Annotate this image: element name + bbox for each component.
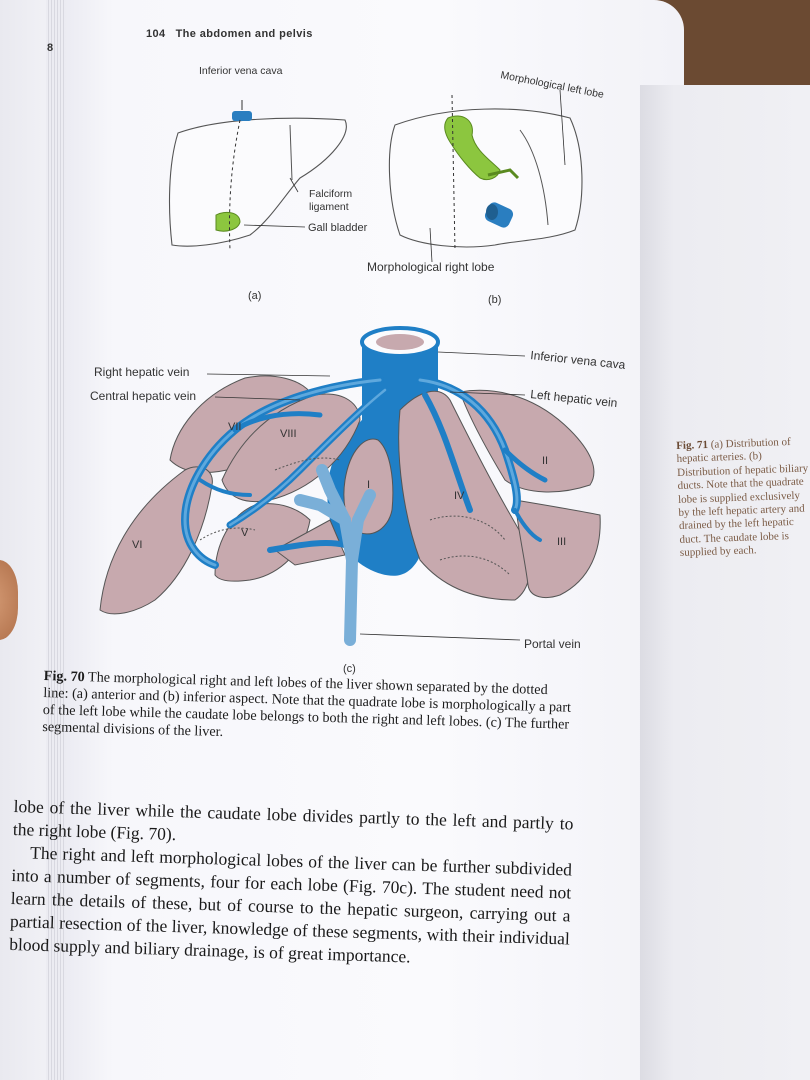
- segment-iii-shape: [514, 499, 601, 598]
- body-text: lobe of the liver while the caudate lobe…: [9, 795, 574, 974]
- label-morph-left-lobe: Morphological left lobe: [499, 69, 605, 101]
- label-falciform-line2: ligament: [309, 201, 349, 213]
- label-gall-bladder: Gall bladder: [308, 222, 368, 234]
- tag-a: (a): [248, 290, 261, 302]
- figure-71-caption: Fig. 71 (a) Distribution of hepatic arte…: [676, 435, 810, 560]
- segment-vi-label: VI: [132, 539, 142, 551]
- segment-vii-label: VII: [228, 421, 241, 433]
- segment-viii-label: VIII: [280, 428, 297, 440]
- hepatic-veins: [180, 376, 548, 569]
- segment-iii-label: III: [557, 536, 566, 548]
- segment-iv-label: IV: [454, 490, 465, 502]
- label-central-hepatic-vein: Central hepatic vein: [90, 389, 196, 403]
- panel-b-liver-inferior: [388, 89, 583, 263]
- label-left-hepatic-vein: Left hepatic vein: [530, 387, 618, 410]
- stray-page-number: 8: [47, 42, 54, 54]
- caption-label: Fig. 70: [43, 668, 85, 686]
- label-a-ivc: Inferior vena cava: [199, 65, 283, 77]
- portal-vein: [294, 464, 376, 646]
- body-paragraph-2: The right and left morphological lobes o…: [9, 842, 573, 967]
- segment-i-label: I: [367, 479, 370, 491]
- label-falciform-line1: Falciform: [309, 188, 352, 200]
- label-morph-right-lobe: Morphological right lobe: [367, 260, 495, 274]
- side-caption-text: (a) Distribution of hepatic arteries. (b…: [676, 436, 809, 560]
- label-right-hepatic-vein: Right hepatic vein: [94, 365, 189, 379]
- panel-a-liver-anterior: [168, 100, 347, 251]
- tag-c: (c): [343, 663, 356, 675]
- panel-c-segments: [99, 326, 601, 646]
- tag-b: (b): [488, 294, 501, 306]
- portal-dotted-branches: [199, 457, 511, 576]
- thumb: [0, 560, 18, 640]
- side-caption-label: Fig. 71: [676, 438, 709, 452]
- segment-v-label: V: [241, 527, 249, 539]
- running-header: 104 The abdomen and pelvis: [146, 28, 323, 40]
- label-c-ivc: Inferior vena cava: [530, 348, 627, 372]
- label-portal-vein: Portal vein: [524, 637, 581, 651]
- segment-ii-shape: [459, 389, 595, 493]
- label-falciform: Falciform ligament: [309, 188, 355, 213]
- segment-ii-label: II: [542, 455, 548, 467]
- facing-page: [640, 85, 810, 1080]
- chapter-title: The abdomen and pelvis: [175, 28, 313, 40]
- panel-c-leader-lines: [206, 351, 526, 641]
- page-number: 104: [146, 28, 166, 40]
- caption-text: The morphological right and left lobes o…: [42, 669, 572, 741]
